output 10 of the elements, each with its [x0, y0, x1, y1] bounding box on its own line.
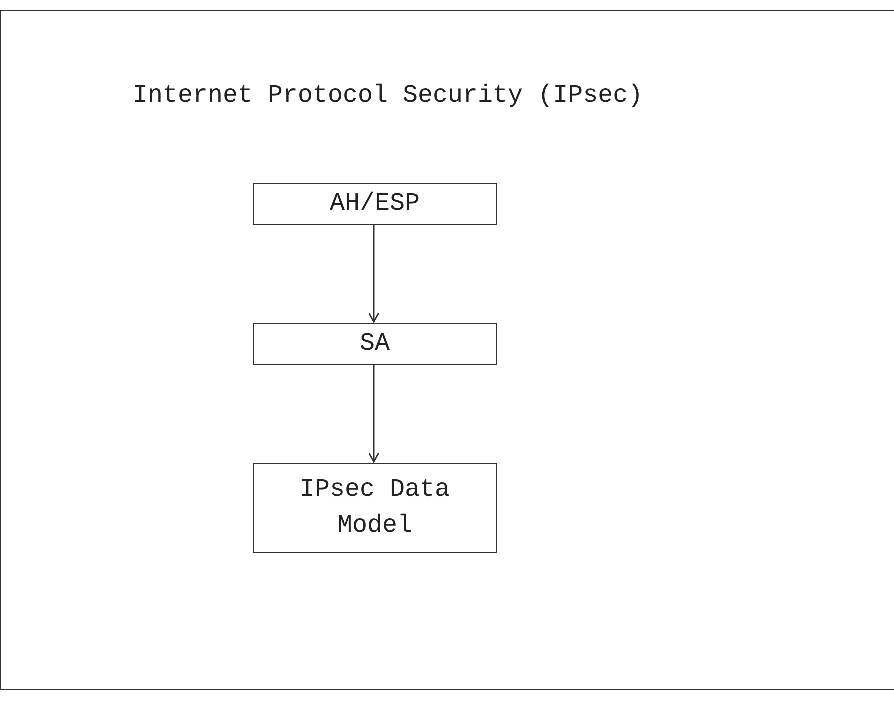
process-box: [253, 323, 497, 365]
process-box: [253, 463, 497, 553]
diagram-heading: Internet Protocol Security (IPsec): [133, 80, 644, 112]
arrow: [368, 224, 380, 323]
arrow: [368, 364, 380, 463]
box-label: IPsec Data Model: [298, 474, 452, 542]
process-box: [253, 183, 497, 225]
box-label: AH/ESP: [328, 188, 421, 220]
box-label: SA: [358, 328, 391, 360]
outer-frame: [0, 10, 894, 690]
